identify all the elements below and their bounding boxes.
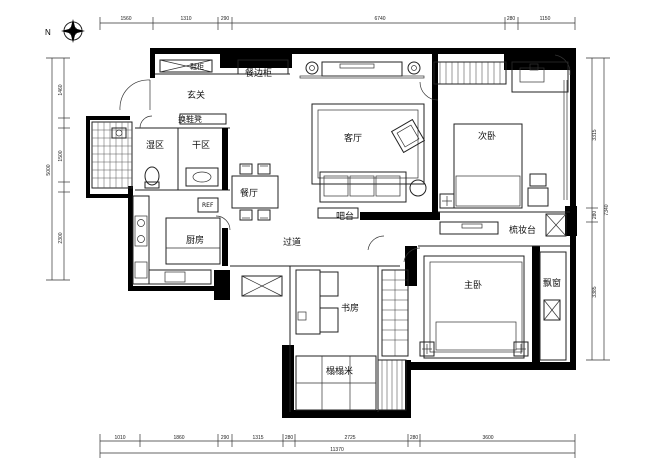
label-corridor: 过道 <box>283 236 301 248</box>
dim-top-4: 6740 <box>374 16 385 22</box>
label-second-bedroom: 次卧 <box>478 130 496 142</box>
label-foyer: 玄关 <box>187 89 205 101</box>
label-bar: 吧台 <box>336 210 354 222</box>
label-fridge: REF <box>202 202 214 209</box>
dim-left-3: 5000 <box>46 164 52 175</box>
dim-top-6: 1150 <box>540 16 551 22</box>
dim-left-4: 2300 <box>58 232 64 243</box>
dim-right-4: 3385 <box>592 286 598 297</box>
north-label: N <box>45 28 51 37</box>
dim-top-2: 1310 <box>180 16 191 22</box>
dim-bottom-3: 290 <box>221 435 230 441</box>
master-bedroom-furniture <box>419 251 567 361</box>
dim-bottom-total: 11370 <box>330 447 344 453</box>
dim-bottom-4: 1315 <box>252 435 263 441</box>
dim-top-3: 290 <box>221 16 230 22</box>
dim-left-2: 1500 <box>58 150 64 161</box>
dim-right-3: 7340 <box>604 204 610 215</box>
label-wet-zone: 湿区 <box>146 140 164 151</box>
label-living: 客厅 <box>344 132 362 144</box>
dim-bottom-6: 2725 <box>344 435 355 441</box>
second-bedroom-furniture <box>433 61 569 209</box>
label-shoe-cabinet: 换鞋凳 <box>178 114 202 124</box>
bottom-dimension-line: 1010 1860 290 1315 280 2725 280 3600 113… <box>99 434 576 458</box>
outer-walls <box>86 48 577 418</box>
bathroom-furniture <box>91 121 219 189</box>
dim-bottom-1: 1010 <box>114 435 125 441</box>
label-dry-zone: 干区 <box>192 140 210 151</box>
foyer-furniture <box>159 59 289 125</box>
label-tatami: 榻榻米 <box>326 365 353 377</box>
tatami-furniture <box>295 355 407 411</box>
dining-furniture <box>231 163 279 221</box>
right-dimension-line: 3315 280 7340 3385 <box>586 57 610 361</box>
label-bay-window: 飘窗 <box>543 277 561 289</box>
label-master-bedroom: 主卧 <box>464 279 482 291</box>
dim-bottom-2: 1860 <box>173 435 184 441</box>
dresser-furniture <box>439 213 567 237</box>
kitchen-furniture <box>132 195 221 285</box>
label-kitchen: 厨房 <box>186 234 204 246</box>
label-dining: 餐厅 <box>240 187 258 199</box>
label-sideboard: 餐边柜 <box>245 67 272 79</box>
dim-right-1: 3315 <box>592 129 598 140</box>
dim-top-5: 280 <box>507 16 516 22</box>
inner-walls <box>135 54 570 412</box>
label-shoe-rack: 鞋柜 <box>190 62 204 71</box>
compass: N <box>45 19 85 43</box>
doors <box>119 54 571 263</box>
dim-bottom-5: 280 <box>285 435 294 441</box>
left-dimension-line: 1460 1500 5000 2300 <box>46 57 70 281</box>
dim-right-2: 280 <box>592 211 598 220</box>
room-labels: 玄关 餐边柜 换鞋凳 鞋柜 湿区 干区 客厅 餐厅 厨房 REF 吧台 过道 次… <box>146 62 561 377</box>
study-furniture <box>241 269 409 357</box>
dim-top-1: 1560 <box>120 16 131 22</box>
dim-bottom-7: 280 <box>410 435 419 441</box>
label-study: 书房 <box>341 302 359 314</box>
dim-left-1: 1460 <box>58 84 64 95</box>
living-furniture <box>299 61 427 219</box>
label-dresser: 梳妆台 <box>509 224 536 236</box>
top-dimension-line: 1560 1310 290 6740 280 1150 <box>99 16 576 30</box>
dim-bottom-8: 3600 <box>482 435 493 441</box>
